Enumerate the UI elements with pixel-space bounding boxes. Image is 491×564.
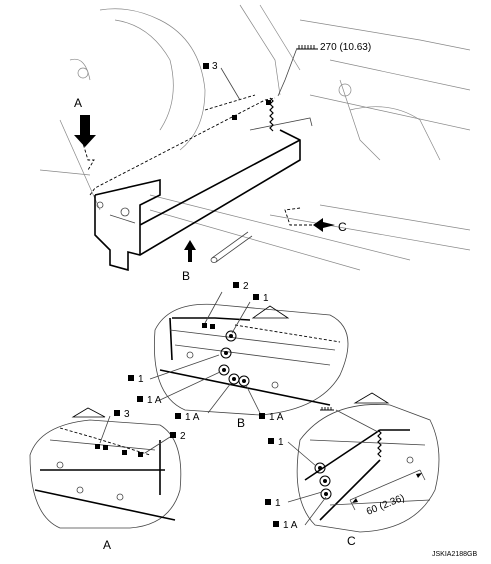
callout-marker bbox=[137, 396, 143, 402]
detail-b-callout-1a-mid: 1 A bbox=[185, 412, 200, 423]
detail-c-callout-1-top: 1 bbox=[278, 437, 284, 448]
view-arrow-c-icon bbox=[284, 207, 335, 232]
detail-b-callout-1a-right: 1 A bbox=[269, 412, 284, 423]
callout-marker bbox=[273, 521, 279, 527]
detail-b-callout-2: 2 bbox=[243, 281, 249, 292]
view-label-a: A bbox=[74, 96, 82, 110]
view-label-b: B bbox=[182, 269, 190, 283]
view-arrow-b-icon bbox=[184, 240, 196, 262]
callout-marker bbox=[233, 282, 239, 288]
detail-c-callout-1-bottom: 1 bbox=[275, 498, 281, 509]
main-view: 3 270 (10.63) A B C bbox=[39, 4, 471, 283]
callout-marker bbox=[268, 438, 274, 444]
callout-marker bbox=[253, 294, 259, 300]
detail-c-view-name: C bbox=[347, 534, 356, 548]
dimension-label: 60 (2.36) bbox=[365, 493, 406, 518]
weld-symbol-icon bbox=[297, 45, 318, 50]
detail-b-callout-1-left: 1 bbox=[138, 374, 144, 385]
callout-marker bbox=[265, 499, 271, 505]
detail-b-callout-1-top: 1 bbox=[263, 293, 269, 304]
callout-marker bbox=[128, 375, 134, 381]
detail-b-view-name: B bbox=[237, 416, 245, 430]
view-arrow-a-icon bbox=[74, 115, 96, 171]
callout-marker bbox=[170, 432, 176, 438]
part-marker-square bbox=[203, 63, 209, 69]
detail-b-callout-1a-left: 1 A bbox=[147, 395, 162, 406]
detail-c: 60 (2.36) 1 1 1 A C bbox=[265, 392, 440, 548]
detail-a-callout-2: 2 bbox=[180, 431, 186, 442]
callout-marker bbox=[259, 413, 265, 419]
callout-marker bbox=[175, 413, 181, 419]
detail-c-callout-1a: 1 A bbox=[283, 520, 298, 531]
figure-code: JSKIA2188GB bbox=[432, 551, 477, 558]
view-label-c: C bbox=[338, 220, 347, 234]
detail-a-callout-3: 3 bbox=[124, 409, 130, 420]
weld-length-label: 270 (10.63) bbox=[320, 42, 371, 53]
detail-a: 3 2 A bbox=[29, 407, 186, 552]
detail-b: 2 1 1 1 A 1 A 1 A B bbox=[128, 281, 349, 430]
callout-marker bbox=[114, 410, 120, 416]
part-number-label: 3 bbox=[212, 61, 218, 72]
detail-a-view-name: A bbox=[103, 538, 111, 552]
